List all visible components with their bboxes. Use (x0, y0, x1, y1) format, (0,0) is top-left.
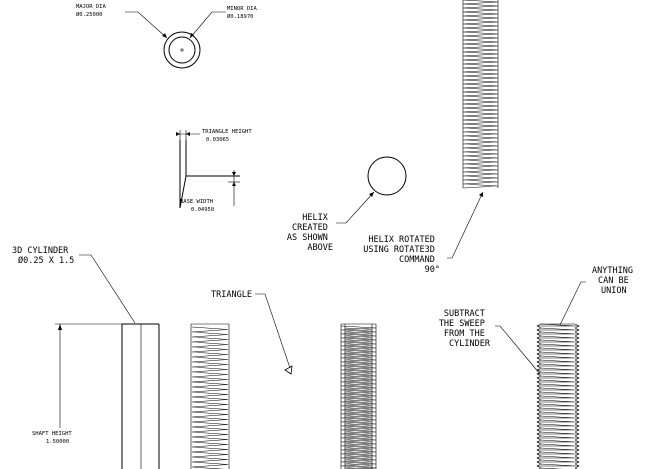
major-dia-title: MAJOR DIA (76, 4, 106, 10)
triangle-label: TRIANGLE (211, 290, 252, 300)
triangle-profile-detail (176, 130, 240, 209)
subtract-label: SUBTRACT THE SWEEP FROM THE CYLINDER (439, 309, 491, 349)
subtract-leader (495, 325, 541, 375)
minor-dia-leader (189, 11, 226, 39)
anything-label: ANYTHING CAN BE UNION (592, 266, 638, 296)
helix-created-leader (336, 191, 375, 224)
cylinder-leader (79, 254, 136, 324)
triangle-leader (255, 293, 291, 369)
minor-diameter-circle (168, 36, 196, 64)
helix-top-view-circle (367, 156, 407, 196)
major-diameter-circle (163, 31, 201, 69)
threaded-shaft-1 (190, 323, 230, 469)
helix-created-label: HELIX CREATED AS SHOWN ABOVE (287, 213, 333, 253)
triangle-height-title: TRIANGLE HEIGHT (202, 129, 252, 135)
major-dia-value: Ø0.25000 (76, 11, 103, 18)
thread-cross-section (125, 11, 226, 69)
minor-dia-title: MINOR DIA (227, 6, 257, 12)
base-width-title: BASE WIDTH (180, 199, 213, 205)
shaft-height-value: 1.50000 (46, 439, 69, 445)
threaded-shaft-2 (340, 323, 377, 469)
triangle-height-value: 0.03065 (206, 137, 229, 143)
triangle-marker (284, 365, 293, 375)
anything-leader (559, 281, 586, 326)
threaded-shaft-3 (536, 323, 580, 469)
major-dia-leader (125, 11, 168, 39)
cylinder-shaft (55, 323, 160, 469)
shaft-height-title: SHAFT HEIGHT (32, 431, 72, 437)
rotated-helix-spring (462, 0, 499, 189)
minor-dia-value: Ø0.18970 (227, 13, 254, 20)
base-width-value: 0.04950 (191, 207, 214, 213)
helix-rotated-label: HELIX ROTATED USING ROTATE3D COMMAND 90° (363, 235, 440, 275)
cylinder-label: 3D CYLINDER Ø0.25 X 1.5 (12, 246, 74, 266)
helix-rotated-leader (447, 191, 484, 259)
